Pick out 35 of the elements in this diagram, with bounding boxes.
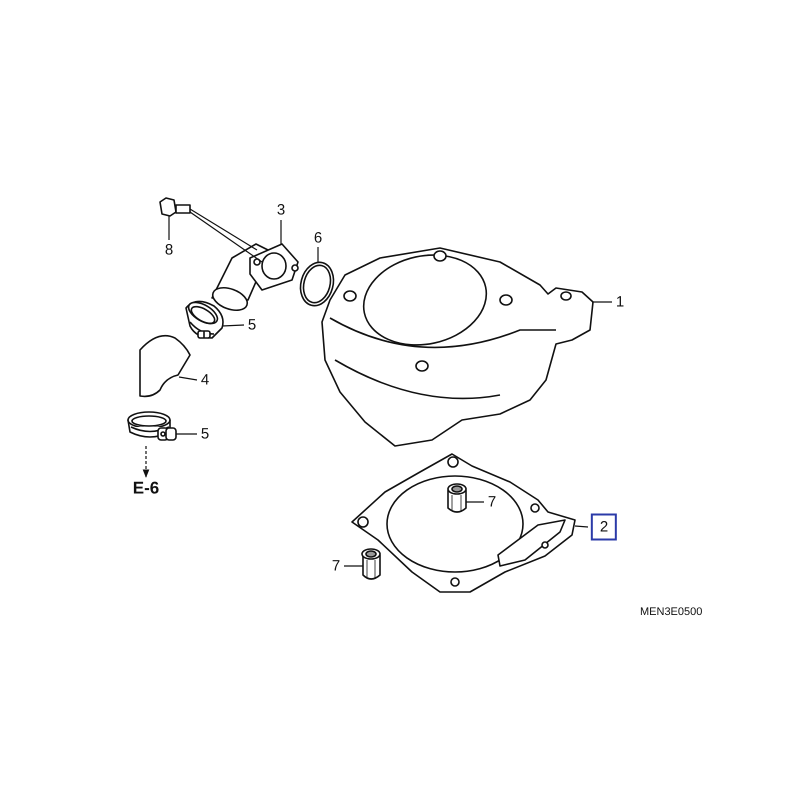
callout-number: 4 — [200, 372, 210, 388]
hose-drawing — [139, 334, 191, 398]
callout-number: 5 — [248, 318, 256, 332]
dowel-pin-drawing — [447, 483, 467, 513]
o-ring-drawing — [300, 262, 334, 306]
hose-clamp-drawing — [185, 300, 224, 339]
leader-line — [190, 208, 258, 251]
reference-label: E-6 — [132, 480, 160, 496]
diagram-code: MEN3E0500 — [640, 606, 702, 618]
callout-number: 3 — [276, 202, 286, 218]
leader-line — [592, 301, 612, 303]
gasket-drawing — [351, 453, 576, 593]
leader-line — [466, 501, 484, 503]
cylinder-drawing — [321, 247, 594, 447]
dowel-pin-drawing — [361, 548, 381, 580]
leader-line — [222, 324, 244, 327]
leader-line — [178, 376, 198, 381]
callout-number: 2 — [590, 514, 618, 540]
callout-number: 7 — [332, 558, 340, 574]
leader-line — [574, 525, 588, 528]
callout-number: 7 — [488, 494, 496, 510]
callout-number: 8 — [164, 242, 174, 258]
callout-number: 6 — [314, 230, 322, 246]
leader-line — [168, 216, 170, 240]
leader-line — [317, 247, 319, 262]
hose-clamp-drawing — [127, 411, 177, 441]
leader-line — [280, 220, 282, 244]
bolt-drawing — [159, 197, 191, 217]
callout-number: 5 — [200, 426, 210, 442]
callout-number: 1 — [616, 294, 624, 310]
leader-line — [176, 433, 197, 435]
water-joint-drawing — [211, 243, 299, 312]
arrow — [142, 446, 150, 478]
leader-line — [344, 565, 363, 567]
leader-line — [190, 212, 262, 262]
